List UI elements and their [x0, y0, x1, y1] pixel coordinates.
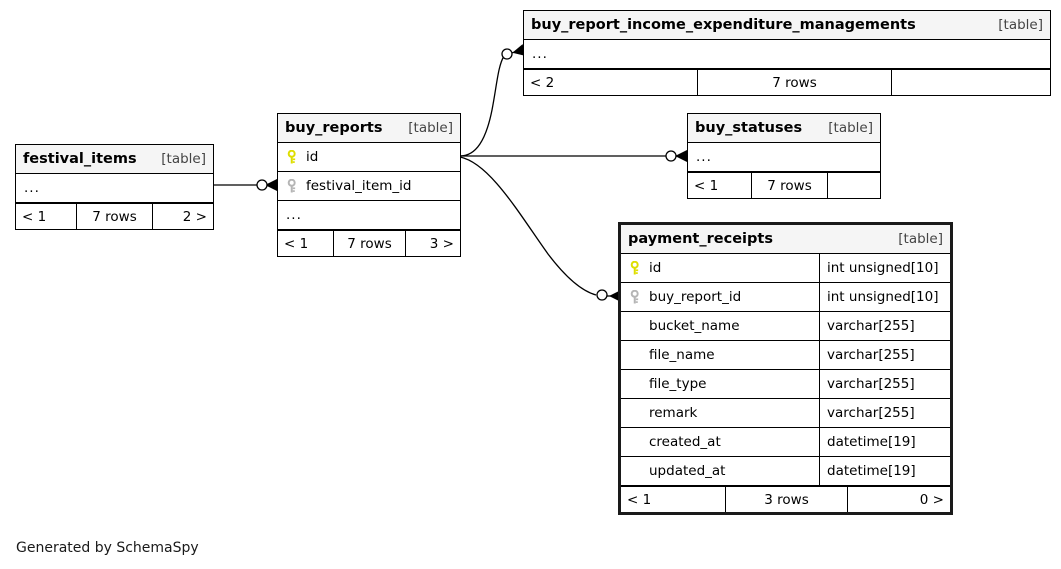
- column-label: id: [649, 260, 662, 276]
- column-type-cell: varchar[255]: [819, 370, 950, 398]
- footer-parents-count: < 1: [621, 487, 726, 512]
- column-row[interactable]: id int unsigned[10]: [621, 254, 950, 283]
- foreign-key-icon: [286, 178, 303, 195]
- footer-row-count: 7 rows: [77, 204, 153, 229]
- table-payment-receipts[interactable]: payment_receipts [table] id int unsigned…: [618, 222, 953, 515]
- column-name-cell: updated_at: [621, 457, 819, 485]
- column-type-cell: varchar[255]: [819, 399, 950, 427]
- table-header: buy_report_income_expenditure_management…: [524, 11, 1050, 40]
- table-header: buy_reports [table]: [278, 114, 460, 143]
- footer-parents-count: < 1: [278, 231, 334, 256]
- footer-row-count: 7 rows: [698, 70, 892, 95]
- column-name-cell: id: [621, 254, 819, 282]
- footer-children-count: [892, 70, 1050, 95]
- column-type-cell: datetime[19]: [819, 428, 950, 456]
- column-name-cell: bucket_name: [621, 312, 819, 340]
- table-footer: < 1 3 rows 0 >: [621, 486, 950, 512]
- table-header: buy_statuses [table]: [688, 114, 880, 143]
- footer-row-count: 3 rows: [726, 487, 848, 512]
- column-label: bucket_name: [649, 318, 740, 334]
- table-title: buy_report_income_expenditure_management…: [531, 17, 916, 33]
- collapsed-columns-row[interactable]: ...: [16, 174, 213, 203]
- column-name-cell: id: [278, 143, 460, 171]
- column-label: buy_report_id: [649, 289, 742, 305]
- column-row[interactable]: created_at datetime[19]: [621, 428, 950, 457]
- column-type-cell: varchar[255]: [819, 312, 950, 340]
- footer-children-count: 3 >: [429, 235, 454, 252]
- table-title: payment_receipts: [628, 231, 773, 247]
- table-footer: < 1 7 rows: [688, 172, 880, 198]
- column-name-cell: file_name: [621, 341, 819, 369]
- column-row[interactable]: id: [278, 143, 460, 172]
- column-type-cell: datetime[19]: [819, 457, 950, 485]
- column-row[interactable]: updated_at datetime[19]: [621, 457, 950, 486]
- column-name-cell: remark: [621, 399, 819, 427]
- column-name-cell: created_at: [621, 428, 819, 456]
- column-row[interactable]: festival_item_id: [278, 172, 460, 201]
- column-name-cell: file_type: [621, 370, 819, 398]
- table-title: buy_reports: [285, 120, 383, 136]
- column-row[interactable]: file_type varchar[255]: [621, 370, 950, 399]
- collapsed-columns-row[interactable]: ...: [688, 143, 880, 172]
- table-type-tag: [table]: [998, 17, 1043, 33]
- collapsed-columns-row[interactable]: ...: [524, 40, 1050, 69]
- column-label: file_type: [649, 376, 707, 392]
- edge-buy-reports-to-income-expenditure: [459, 44, 526, 157]
- table-type-tag: [table]: [408, 120, 453, 136]
- column-label: updated_at: [649, 463, 726, 479]
- column-type-cell: int unsigned[10]: [819, 254, 950, 282]
- column-type-cell: int unsigned[10]: [819, 283, 950, 311]
- column-type-cell: varchar[255]: [819, 341, 950, 369]
- table-header: festival_items [table]: [16, 145, 213, 174]
- table-type-tag: [table]: [898, 231, 943, 247]
- table-header: payment_receipts [table]: [621, 225, 950, 254]
- table-buy-reports[interactable]: buy_reports [table] id: [277, 113, 461, 257]
- column-row[interactable]: buy_report_id int unsigned[10]: [621, 283, 950, 312]
- column-label: id: [306, 149, 319, 165]
- table-buy-statuses[interactable]: buy_statuses [table] ... < 1 7 rows: [687, 113, 881, 199]
- primary-key-icon: [629, 260, 646, 277]
- footer-row-count: 7 rows: [334, 231, 406, 256]
- table-title: festival_items: [23, 151, 137, 167]
- table-title: buy_statuses: [695, 120, 803, 136]
- table-buy-report-income-expenditure-managements[interactable]: buy_report_income_expenditure_management…: [523, 10, 1051, 96]
- table-footer: < 1 7 rows 3 >: [278, 230, 460, 256]
- column-row[interactable]: bucket_name varchar[255]: [621, 312, 950, 341]
- column-name-cell: buy_report_id: [621, 283, 819, 311]
- column-label: created_at: [649, 434, 721, 450]
- primary-key-icon: [286, 149, 303, 166]
- footer-children-count: 0 >: [919, 491, 944, 508]
- footer-row-count: 7 rows: [752, 173, 828, 198]
- generated-by-credit: Generated by SchemaSpy: [16, 540, 199, 556]
- table-festival-items[interactable]: festival_items [table] ... < 1 7 rows 2 …: [15, 144, 214, 230]
- footer-children-count: [828, 173, 880, 198]
- column-label: file_name: [649, 347, 715, 363]
- table-footer: < 2 7 rows: [524, 69, 1050, 95]
- column-label: festival_item_id: [306, 178, 412, 194]
- table-footer: < 1 7 rows 2 >: [16, 203, 213, 229]
- edge-festival-items-to-buy-reports: [214, 179, 277, 191]
- column-row[interactable]: remark varchar[255]: [621, 399, 950, 428]
- footer-children-count: 2 >: [182, 208, 207, 225]
- table-type-tag: [table]: [828, 120, 873, 136]
- foreign-key-icon: [629, 289, 646, 306]
- footer-parents-count: < 2: [524, 70, 698, 95]
- column-row[interactable]: file_name varchar[255]: [621, 341, 950, 370]
- footer-parents-count: < 1: [688, 173, 752, 198]
- collapsed-columns-row[interactable]: ...: [278, 201, 460, 230]
- edge-buy-reports-to-payment-receipts: [459, 156, 621, 302]
- footer-parents-count: < 1: [16, 204, 77, 229]
- column-label: remark: [649, 405, 698, 421]
- edge-buy-reports-to-buy-statuses: [460, 150, 687, 162]
- column-name-cell: festival_item_id: [278, 172, 460, 200]
- table-type-tag: [table]: [161, 151, 206, 167]
